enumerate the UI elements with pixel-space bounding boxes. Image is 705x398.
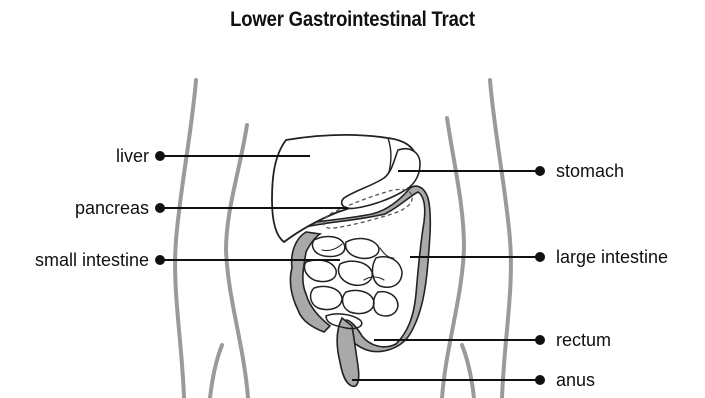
small-intestine (304, 237, 402, 329)
pointer-large-intestine-dot (536, 253, 544, 261)
pointer-anus-dot (536, 376, 544, 384)
label-liver: liver (116, 146, 149, 166)
body-outline-left-outer (175, 80, 196, 398)
label-rectum: rectum (556, 330, 611, 350)
body-outline-right-outer (490, 80, 511, 398)
body-outline-left-leg (210, 345, 222, 398)
label-pancreas: pancreas (75, 198, 149, 218)
label-stomach: stomach (556, 161, 624, 181)
body-outline-right-leg (462, 345, 474, 398)
label-large-intestine: large intestine (556, 247, 668, 267)
label-anus: anus (556, 370, 595, 390)
pointer-liver-dot (156, 152, 164, 160)
body-outline-left-inner (226, 125, 248, 398)
pointer-rectum-dot (536, 336, 544, 344)
pointer-small-intestine-dot (156, 256, 164, 264)
pointer-stomach-dot (536, 167, 544, 175)
pointer-pancreas-dot (156, 204, 164, 212)
label-small-intestine: small intestine (35, 250, 149, 270)
